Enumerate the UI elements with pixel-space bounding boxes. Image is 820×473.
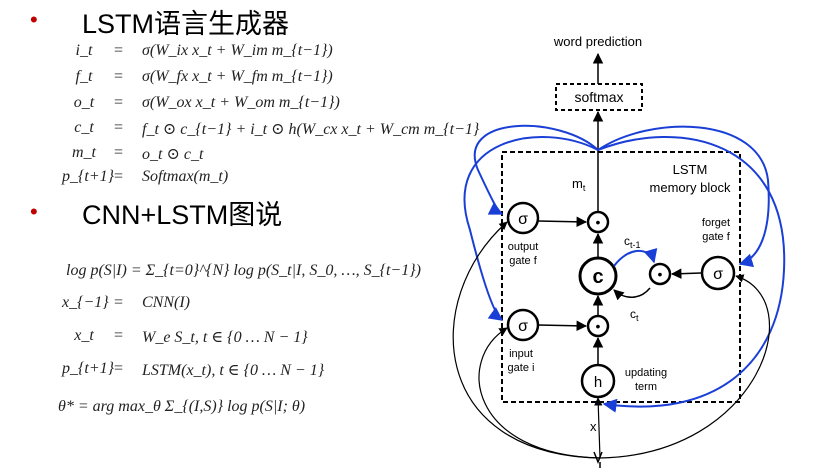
arrow-x-to-input-gate: [478, 327, 601, 459]
c-prev-sub: t-1: [630, 240, 641, 250]
equation-lhs: f_t: [75, 68, 93, 85]
equation-op: =: [114, 119, 124, 136]
recurrent-arrow-output: [474, 124, 599, 215]
equation-op: =: [114, 68, 124, 85]
equation-rhs: Softmax(m_t): [142, 168, 229, 185]
arrow-forget-gate-to-mult: [670, 268, 702, 279]
input-gate-label-2: gate i: [508, 362, 535, 374]
recurrent-arrow-forget: [597, 125, 770, 268]
cell-node: [578, 256, 618, 296]
equation-op: =: [114, 294, 124, 311]
section-title-cnn-lstm: CNN+LSTM图说: [82, 200, 283, 230]
equation-rhs: f_t ⊙ c_{t−1} + i_t ⊙ h(W_cx x_t + W_cm …: [142, 121, 480, 138]
equation-lhs: i_t: [75, 42, 93, 59]
equation-lhs: p_{t+1}: [62, 168, 115, 185]
c-t-main: c: [630, 307, 636, 321]
cell-label: c: [592, 266, 603, 288]
equation-lhs: x_t: [74, 327, 94, 344]
block-title-line2: memory block: [650, 180, 731, 195]
equation-rhs: σ(W_ox x_t + W_om m_{t−1}): [142, 94, 340, 111]
input-gate-label-1: input: [509, 348, 533, 360]
equation-op: =: [114, 94, 124, 111]
equation-op: =: [114, 360, 124, 377]
equation-rhs: σ(W_fx x_t + W_fm m_{t−1}): [142, 68, 333, 85]
arrow-x-to-forget-gate: [599, 274, 770, 459]
arrow-x-to-output-gate: [452, 221, 601, 459]
recurrent-arrow-update: [597, 135, 786, 413]
arrow-input-gate-to-mult: [537, 320, 588, 332]
equation-lhs: p_{t+1}: [62, 360, 115, 377]
c-t-sub: t: [636, 313, 639, 323]
word-prediction-label: word prediction: [553, 34, 642, 49]
equation-rhs: CNN(I): [142, 294, 190, 311]
recurrent-arrow-input: [463, 136, 599, 321]
forget-multiply-node: [648, 262, 672, 286]
m-t-label: mt: [572, 176, 586, 193]
equation-rhs: σ(W_ix x_t + W_im m_{t−1}): [142, 42, 333, 59]
output-multiply-dot: •: [596, 214, 601, 230]
forget-multiply-dot: •: [658, 266, 663, 282]
cell-recurrent-loop: [613, 247, 658, 267]
equation-lhs: m_t: [72, 144, 96, 161]
softmax-box: [555, 83, 643, 111]
updating-term-node: [580, 363, 616, 399]
equation-lhs: c_t: [74, 119, 94, 136]
arrow-x-to-update: [594, 397, 603, 459]
m-t-main: m: [572, 176, 583, 191]
cell-feedback-loop: [613, 287, 651, 301]
log-likelihood-equation: log p(S|I) = Σ_{t=0}^{N} log p(S_t|I, S_…: [66, 262, 421, 279]
equation-rhs: LSTM(x_t), t ∈ {0 … N − 1}: [142, 362, 325, 379]
x-input-mark: [593, 451, 603, 468]
block-title-line1: LSTM: [673, 162, 708, 177]
equation-op: =: [114, 42, 124, 59]
equation-lhs: o_t: [73, 94, 95, 111]
section-title-lstm: LSTM语言生成器: [82, 9, 290, 39]
m-t-sub: t: [583, 183, 586, 193]
input-gate-sigma: σ: [518, 318, 528, 335]
updating-term-h: h: [594, 374, 602, 391]
bullet-1: •: [30, 7, 38, 32]
equation-rhs: o_t ⊙ c_t: [142, 146, 204, 163]
c-prev-label: ct-1: [624, 234, 641, 250]
equation-op: =: [114, 327, 124, 344]
c-t-label: ct: [630, 307, 639, 323]
equation-op: =: [114, 144, 124, 161]
c-prev-main: c: [624, 234, 630, 248]
updating-term-label-2: term: [635, 381, 657, 393]
forget-gate-node: [700, 255, 736, 291]
input-x-label: x: [590, 419, 597, 434]
forget-gate-sigma: σ: [713, 266, 723, 283]
output-multiply-node: [586, 210, 610, 234]
bullet-2: •: [30, 199, 38, 224]
equation-rhs: W_e S_t, t ∈ {0 … N − 1}: [142, 329, 308, 346]
updating-term-label-1: updating: [625, 367, 667, 379]
arrow-output-gate-to-mult: [537, 216, 588, 228]
input-multiply-dot: •: [596, 318, 601, 334]
equation-lhs: x_{−1}: [62, 294, 109, 311]
output-gate-node: [506, 201, 540, 235]
softmax-label: softmax: [574, 89, 623, 105]
forget-gate-label-1: forget: [702, 217, 730, 229]
output-gate-label-2: gate f: [509, 255, 537, 267]
output-gate-sigma: σ: [518, 211, 528, 228]
equation-op: =: [114, 168, 124, 185]
forget-gate-label-2: gate f: [702, 231, 730, 243]
objective-equation: θ* = arg max_θ Σ_{(I,S)} log p(S|I; θ): [58, 398, 306, 415]
output-gate-label-1: output: [508, 241, 539, 253]
